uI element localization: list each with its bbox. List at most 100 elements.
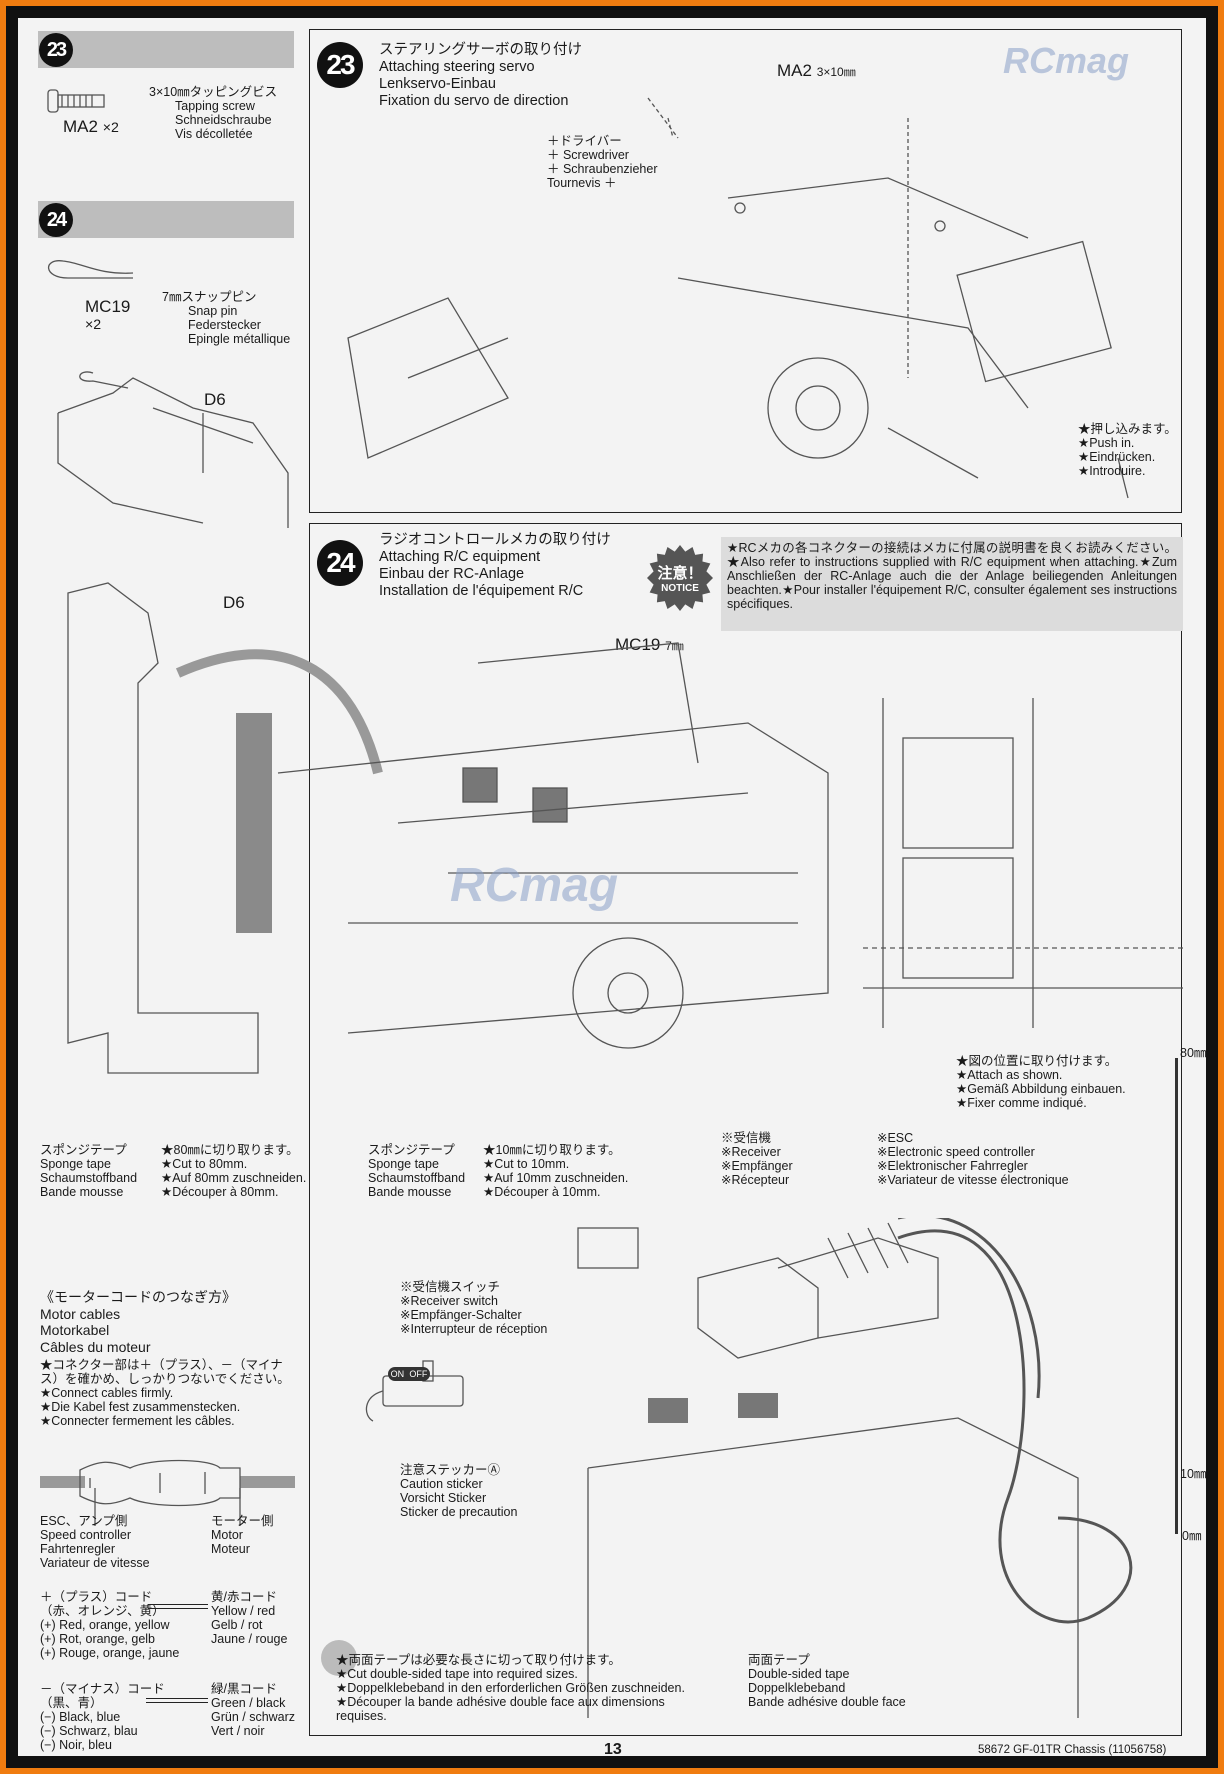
text-line: ★両面テープは必要な長さに切って取り付けます。 <box>336 1653 621 1667</box>
text-line: (−) Black, blue <box>40 1710 121 1724</box>
rc-equipment-chassis-illustration <box>67 582 829 1074</box>
text-line: Bande adhésive double face <box>748 1695 906 1709</box>
text-line: 7㎜スナップピン <box>162 290 257 304</box>
text-line: Sticker de precaution <box>400 1505 518 1519</box>
text-line: (+) Rouge, orange, jaune <box>40 1646 180 1660</box>
text-line: モーター側 <box>211 1514 274 1528</box>
sponge-tape-2-cut: ★10㎜に切り取ります。★Cut to 10mm.★Auf 10mm zusch… <box>483 1143 628 1199</box>
mc19-part-label: MC19×2 <box>85 297 131 333</box>
text-line: ＋ Screwdriver <box>547 148 629 162</box>
text-line: ※Electronic speed controller <box>877 1145 1035 1159</box>
motor-connector-illustration <box>40 1459 295 1526</box>
step24-parts-badge: 24 <box>39 203 73 237</box>
text-line: ESC、アンプ側 <box>40 1514 128 1528</box>
text-line: ★図の位置に取り付けます。 <box>956 1054 1118 1068</box>
step23-badge: 23 <box>317 42 363 88</box>
text-line: ★Pour installer l'équipement R/C, consul… <box>727 583 1177 611</box>
text-line: Moteur <box>211 1542 250 1556</box>
push-in-note: ★押し込みます。★Push in.★Eindrücken.★Introduire… <box>1078 422 1177 478</box>
text-line: ※Empfänger <box>721 1159 793 1173</box>
text-line: (−) Schwarz, blau <box>40 1724 138 1738</box>
text-line: Schaumstoffband <box>368 1171 466 1185</box>
text-line: Bande mousse <box>368 1185 452 1199</box>
text-line: ※Receiver switch <box>400 1294 498 1308</box>
text-line: Tournevis ＋ <box>547 176 617 190</box>
scale-0mm: 0㎜ <box>1182 1529 1202 1543</box>
text-line: Einbau der RC-Anlage <box>379 566 525 582</box>
text-line: Variateur de vitesse <box>40 1556 150 1570</box>
text-line: ※Elektronischer Fahrregler <box>877 1159 1028 1173</box>
text-line: Installation de l'équipement R/C <box>379 583 584 599</box>
text-line: ★Connecter fermement les câbles. <box>40 1414 235 1428</box>
text-line: Vis décolletée <box>175 127 253 141</box>
snap-pin-icon <box>47 260 134 279</box>
receiver-position-illustration <box>863 698 1183 1028</box>
text-line: （黒、青） <box>40 1696 103 1710</box>
rcmag-watermark-center: RCmag <box>450 859 619 912</box>
notice-text: ★RCメカの各コネクターの接続はメカに付属の説明書を良くお読みください。★Als… <box>721 537 1183 631</box>
scale-bar <box>1175 1058 1178 1534</box>
text-line: ステアリングサーボの取り付け <box>379 42 582 58</box>
text-line: Caution sticker <box>400 1477 483 1491</box>
text-line: ス）を確かめ、しっかりつないでください。 <box>40 1372 290 1386</box>
text-line: ★Push in. <box>1078 436 1135 450</box>
motor-cables-notes: ★コネクター部は＋（プラス）、－（マイナス）を確かめ、しっかりつないでください。… <box>40 1358 290 1428</box>
text-line: ★Doppelklebeband in den erforderlichen G… <box>336 1681 685 1695</box>
step23-panel <box>309 29 1182 513</box>
double-tape-note: ★両面テープは必要な長さに切って取り付けます。★Cut double-sided… <box>336 1653 685 1723</box>
text-line: ★Fixer comme indiqué. <box>956 1096 1087 1110</box>
text-line: Federstecker <box>188 318 261 332</box>
text-line: ※Interrupteur de réception <box>400 1322 548 1336</box>
esc-receiver-illustration <box>577 1218 1133 1718</box>
step23-parts-badge: 23 <box>39 33 73 67</box>
step24-parts-bar <box>38 201 294 238</box>
text-line: Snap pin <box>188 304 238 318</box>
text-line: ※ESC <box>877 1131 914 1145</box>
note-seal-icon <box>321 1640 357 1676</box>
text-line: 注意ステッカーⒶ <box>400 1463 501 1477</box>
rcmag-watermark-corner: RCmag <box>1003 40 1130 81</box>
text-line: ★Découper à 80mm. <box>161 1185 279 1199</box>
text-line: Motor cables <box>40 1305 121 1322</box>
text-line: Speed controller <box>40 1528 132 1542</box>
text-line: ★Zum Anschließen der RC-Anlage auch die … <box>727 555 1178 597</box>
text-line: Epingle métallique <box>188 332 291 346</box>
text-line: Schneidschraube <box>175 113 272 127</box>
text-line: ★Connect cables firmly. <box>40 1386 174 1400</box>
sponge-tape-1-cut: ★80㎜に切り取ります。★Cut to 80mm.★Auf 80mm zusch… <box>161 1143 306 1199</box>
text-line: Double-sided tape <box>748 1667 850 1681</box>
text-line: ★Découper à 10mm. <box>483 1185 601 1199</box>
text-line: Grün / schwarz <box>211 1710 296 1724</box>
tapping-screw-icon <box>47 89 105 113</box>
d6-snap-pin-illustration <box>57 371 289 528</box>
text-line: ＋（プラス）コード <box>40 1590 153 1604</box>
text-line: Sponge tape <box>368 1157 439 1171</box>
text-line: Jaune / rouge <box>211 1632 288 1646</box>
receiver-switch-label: ※受信機スイッチ※Receiver switch※Empfänger-Schal… <box>400 1280 547 1336</box>
text-line: 両面テープ <box>748 1653 810 1667</box>
d6-label: D6 <box>223 593 245 612</box>
receiver-label: ※受信機※Receiver※Empfänger※Récepteur <box>721 1131 793 1187</box>
text-line: ラジオコントロールメカの取り付け <box>379 532 611 548</box>
text-line: (−) Noir, bleu <box>40 1738 112 1752</box>
text-line: (+) Red, orange, yellow <box>40 1618 170 1632</box>
text-line: Bande mousse <box>40 1185 124 1199</box>
text-line: Sponge tape <box>40 1157 111 1171</box>
text-line: ★Cut double-sided tape into required siz… <box>336 1667 578 1681</box>
text-line: Câbles du moteur <box>40 1338 151 1355</box>
text-line: Schaumstoffband <box>40 1171 138 1185</box>
plus-code-label: ＋（プラス）コード（赤、オレンジ、黄）(+) Red, orange, yell… <box>40 1590 179 1660</box>
text-line: Motor <box>211 1528 243 1542</box>
text-line: requises. <box>336 1709 387 1723</box>
text-line: Tapping screw <box>175 99 255 113</box>
minus-code-label: －（マイナス）コード（黒、青）(−) Black, blue(−) Schwar… <box>40 1682 165 1752</box>
